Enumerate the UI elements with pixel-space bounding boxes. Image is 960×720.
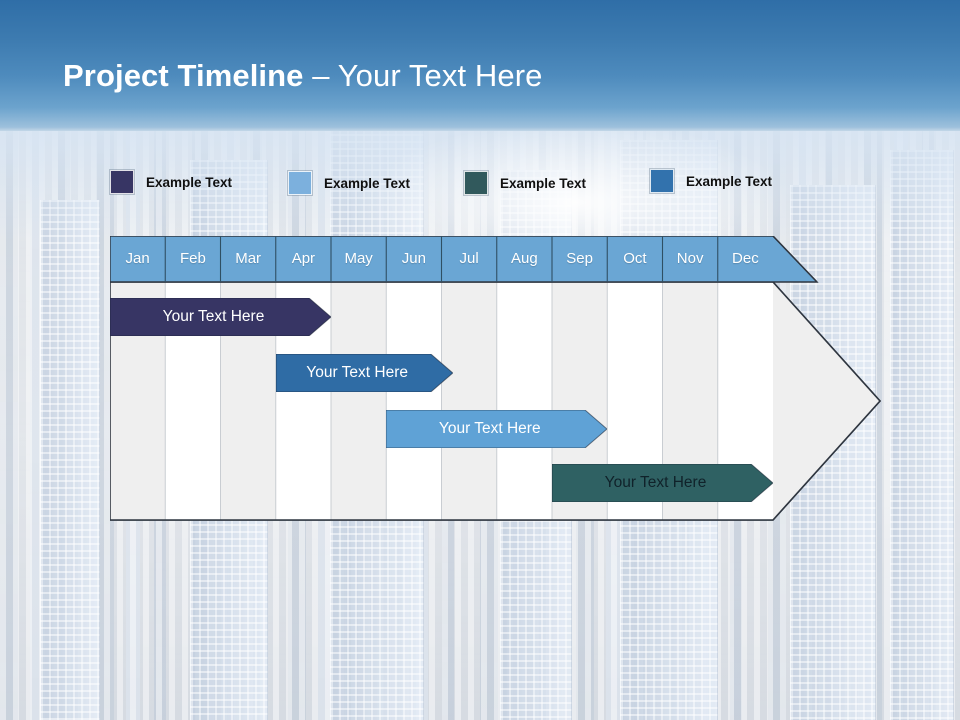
page-title-light: Your Text Here [337, 58, 543, 93]
legend-swatch-icon [288, 171, 312, 195]
background-tower [40, 200, 100, 720]
background-tower [890, 150, 954, 720]
legend-item-1: Example Text [110, 170, 232, 194]
task-bar-2[interactable]: Your Text Here [275, 354, 453, 392]
task-bar-4[interactable]: Your Text Here [552, 464, 773, 502]
legend-swatch-icon [650, 169, 674, 193]
legend-item-3: Example Text [464, 171, 586, 195]
header-band [0, 0, 960, 131]
page-title-strong: Project Timeline [63, 58, 304, 93]
legend-swatch-icon [464, 171, 488, 195]
task-bar-arrow-shape [552, 464, 773, 502]
task-bar-1[interactable]: Your Text Here [110, 298, 331, 336]
page-title-separator: – [303, 58, 338, 93]
legend-item-2: Example Text [288, 171, 410, 195]
task-bar-arrow-shape [386, 410, 608, 448]
task-bar-arrow-shape [275, 354, 453, 392]
legend-label: Example Text [146, 174, 233, 190]
task-bar-arrow-shape [110, 298, 331, 336]
page-title: Project Timeline – Your Text Here [63, 58, 542, 94]
legend-item-4: Example Text [650, 169, 772, 193]
legend-label: Example Text [686, 173, 773, 189]
task-bar-3[interactable]: Your Text Here [386, 410, 608, 448]
legend-swatch-icon [110, 170, 134, 194]
legend-label: Example Text [324, 175, 411, 191]
legend-label: Example Text [500, 175, 587, 191]
